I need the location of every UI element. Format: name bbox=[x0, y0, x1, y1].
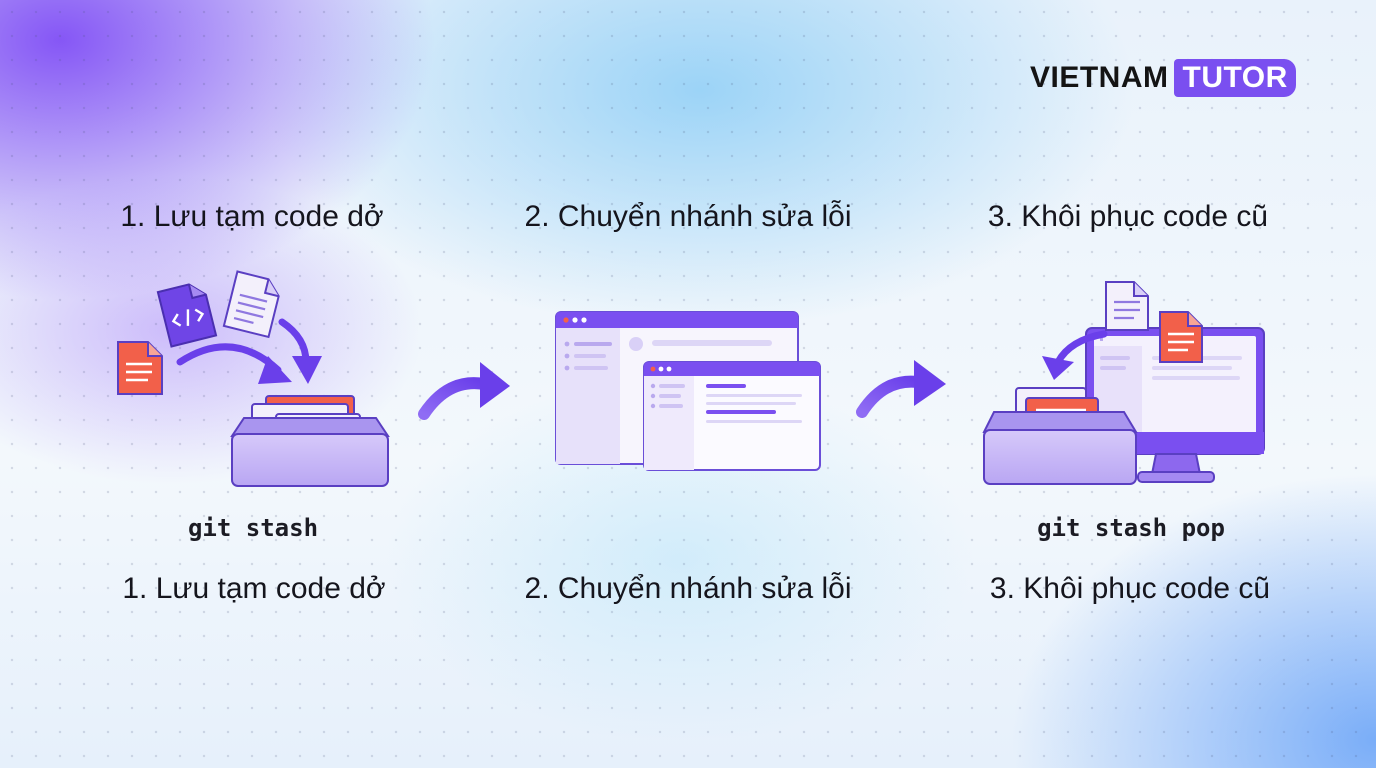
brand-logo: VIETNAM TUTOR bbox=[1030, 58, 1296, 98]
brand-badge: TUTOR bbox=[1173, 59, 1296, 97]
document-icon bbox=[1159, 311, 1203, 363]
step-2-title: 2. Chuyển nhánh sửa lỗi bbox=[524, 200, 852, 233]
curved-arrow-icon bbox=[418, 362, 510, 420]
curved-arrow-icon bbox=[856, 360, 946, 418]
curved-arrow-icon bbox=[176, 343, 282, 374]
document-icon bbox=[117, 341, 163, 395]
step-1-illustration bbox=[117, 270, 390, 487]
document-icon bbox=[222, 270, 280, 339]
step-3-caption: 3. Khôi phục code cũ bbox=[989, 572, 1271, 605]
step-3-illustration bbox=[982, 281, 1265, 485]
step-2-caption: 2. Chuyển nhánh sửa lỗi bbox=[524, 572, 852, 605]
inbox-tray-icon bbox=[982, 411, 1138, 485]
step-1-title: 1. Lưu tạm code dở bbox=[120, 200, 384, 233]
inbox-tray-icon bbox=[230, 417, 390, 487]
code-file-icon bbox=[156, 283, 218, 348]
curved-arrow-icon bbox=[1042, 330, 1108, 380]
step-1-command: git stash bbox=[187, 514, 319, 542]
step-3-title: 3. Khôi phục code cũ bbox=[987, 200, 1269, 233]
brand-word: VIETNAM bbox=[1030, 61, 1169, 94]
step-1-caption: 1. Lưu tạm code dở bbox=[122, 572, 386, 605]
step-3-command: git stash pop bbox=[1037, 514, 1225, 542]
document-icon bbox=[1105, 281, 1149, 331]
browser-window-icon bbox=[643, 361, 821, 471]
step-2-illustration bbox=[555, 311, 821, 471]
